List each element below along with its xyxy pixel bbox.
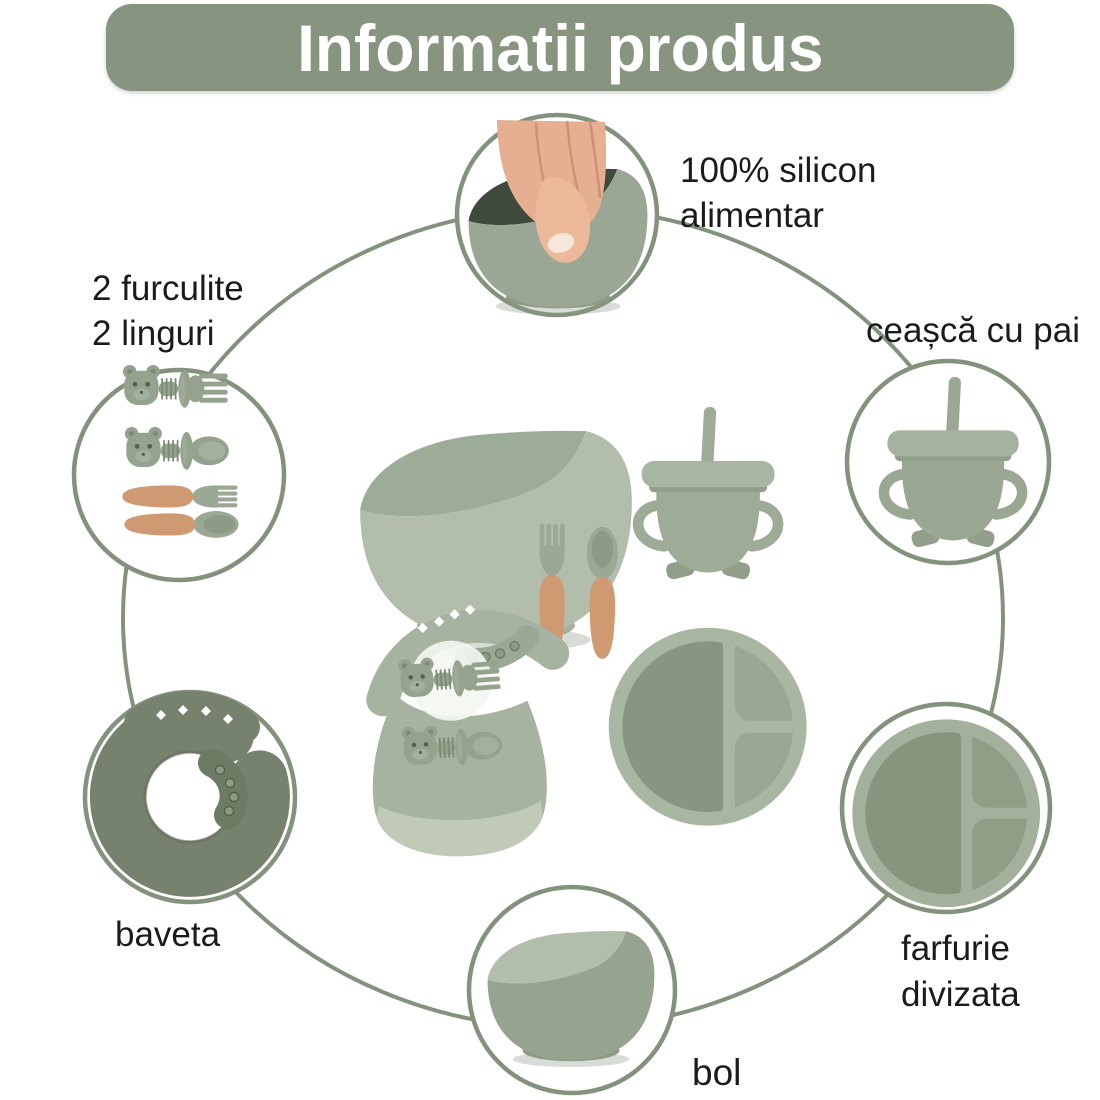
rolled-bib-icon (89, 691, 290, 897)
cutlery-label-line2: 2 linguri (92, 314, 215, 353)
bib-callout (82, 689, 298, 905)
bowl-label: bol (692, 1052, 742, 1093)
hand-icon (497, 119, 607, 263)
cup-label: ceașcă cu pai (866, 311, 1081, 350)
cutlery-label: 2 furculite 2 linguri (92, 266, 244, 356)
bib-icon (373, 605, 553, 857)
straw-cup-icon (638, 407, 778, 581)
page-title: Informatii produs (296, 10, 824, 85)
cup-callout (844, 358, 1052, 566)
training-spoon-icon (586, 526, 618, 659)
bib-label: baveta (115, 915, 221, 954)
material-label-line2: alimentar (680, 196, 824, 235)
plate-label: farfurie divizata (901, 926, 1020, 1018)
title-banner: Informatii produs (106, 4, 1014, 91)
cutlery-label-line1: 2 furculite (92, 269, 244, 308)
material-label: 100% silicon alimentar (680, 148, 877, 238)
cutlery-callout (71, 364, 287, 583)
plate-callout (839, 701, 1053, 915)
plate-label-line1: farfurie (901, 929, 1010, 968)
material-callout (454, 112, 660, 318)
cutlery-circle (71, 367, 287, 583)
divided-plate-icon (609, 628, 813, 826)
bowl-callout (466, 884, 678, 1096)
material-label-line1: 100% silicon (680, 151, 877, 190)
feeding-set-image (360, 407, 812, 857)
plate-label-line2: divizata (901, 975, 1020, 1014)
